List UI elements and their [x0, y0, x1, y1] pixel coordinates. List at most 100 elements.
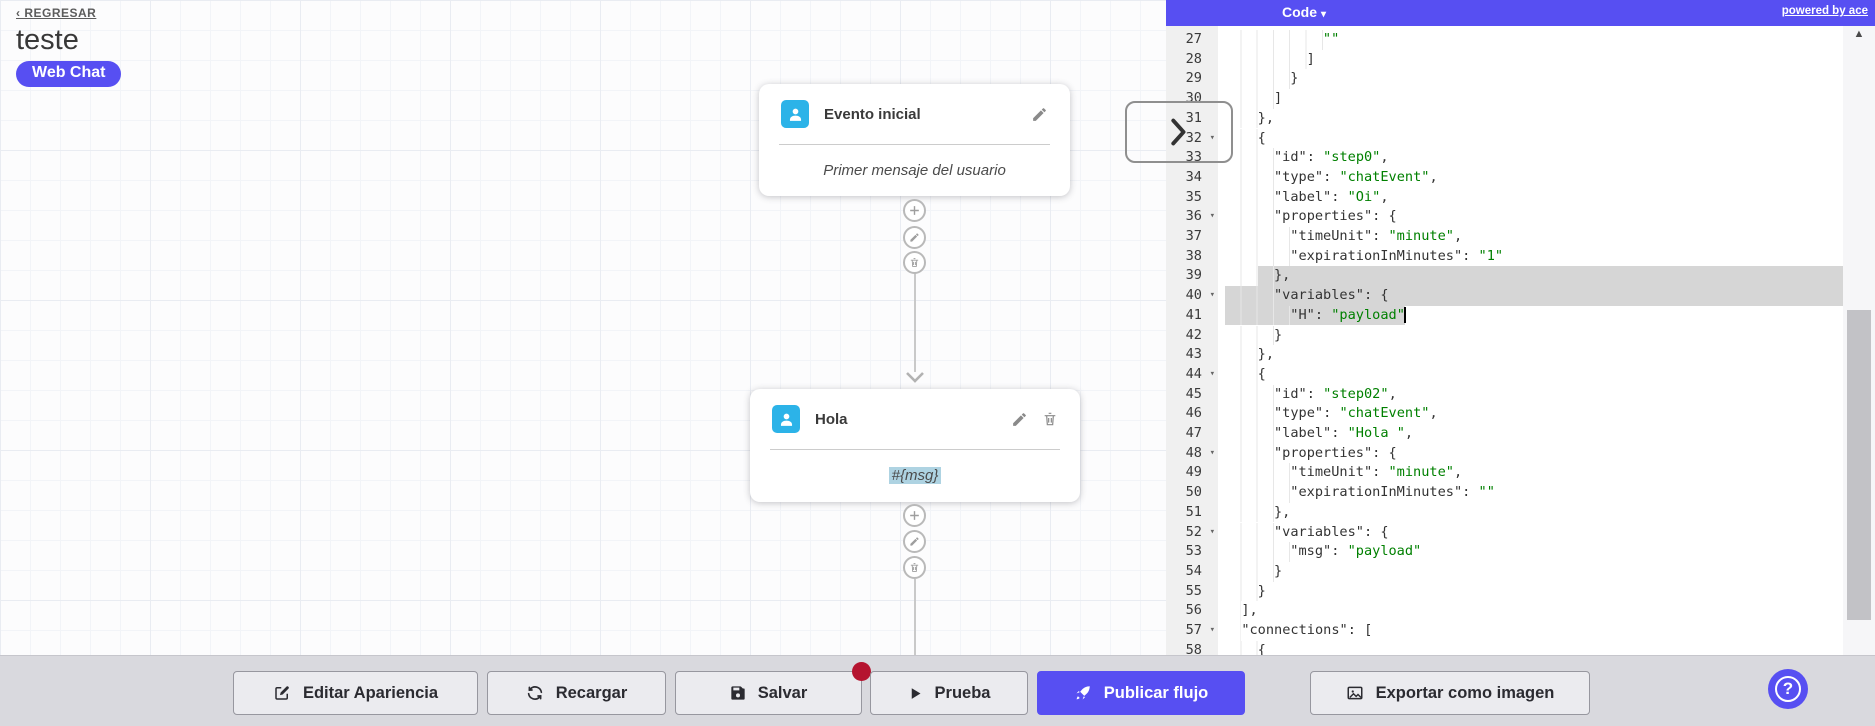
code-line: ],	[1225, 601, 1258, 621]
image-icon	[1346, 684, 1364, 702]
code-line: },	[1225, 266, 1290, 287]
button-label: Salvar	[757, 683, 808, 702]
code-line: ""	[1225, 30, 1339, 50]
plus-icon	[910, 206, 919, 215]
code-panel-header: Code▾ powered by ace	[1166, 0, 1875, 26]
button-label: Publicar flujo	[1103, 683, 1209, 702]
code-line: "H": "payload"	[1225, 305, 1405, 326]
scrollbar-thumb[interactable]	[1847, 310, 1871, 620]
code-line: }	[1225, 561, 1282, 582]
powered-by-ace-link[interactable]: powered by ace	[1781, 5, 1868, 17]
code-line: },	[1225, 345, 1274, 365]
chevron-down-icon: ▾	[1321, 9, 1327, 20]
code-line: "connections": [	[1225, 621, 1372, 641]
text-cursor	[1403, 307, 1406, 324]
add-step-button[interactable]	[903, 504, 926, 527]
line-number: 39	[1185, 267, 1202, 284]
code-line: {	[1225, 128, 1266, 149]
flow-node-evento-inicial[interactable]: Evento inicial Primer mensaje del usuari…	[759, 84, 1070, 196]
code-line: "properties": {	[1225, 443, 1397, 464]
code-editor[interactable]: ""]}]},{"id": "step0","type": "chatEvent…	[1225, 0, 1843, 655]
line-number: 54	[1185, 562, 1202, 579]
delete-connection-button[interactable]	[903, 251, 926, 274]
edit-connection-button[interactable]	[903, 226, 926, 249]
node-body-text: Primer mensaje del usuario	[823, 161, 1006, 179]
code-line: "expirationInMinutes": "1"	[1225, 246, 1503, 267]
selection-highlight	[1257, 266, 1843, 287]
toolbar-button-edit-appearance[interactable]: Editar Apariencia	[233, 671, 478, 715]
fold-arrow-icon[interactable]: ▾	[1209, 132, 1215, 143]
edit-connection-button[interactable]	[903, 530, 926, 553]
code-line: "msg": "payload"	[1225, 542, 1421, 562]
line-number: 32▾	[1166, 129, 1218, 149]
line-number: 53	[1185, 543, 1202, 560]
collapse-code-panel-button[interactable]	[1125, 101, 1233, 163]
line-number: 35	[1185, 188, 1202, 205]
editor-scrollbar[interactable]: ▲	[1843, 26, 1875, 655]
pencil-icon	[910, 233, 919, 242]
line-number: 27	[1185, 31, 1202, 47]
save-icon	[730, 685, 746, 701]
user-icon	[772, 405, 800, 433]
node-title: Evento inicial	[824, 105, 921, 123]
code-line: "expirationInMinutes": ""	[1225, 483, 1495, 503]
toolbar-button-reload[interactable]: Recargar	[487, 671, 666, 715]
line-number: 47	[1185, 425, 1202, 441]
code-line: "timeUnit": "minute",	[1225, 227, 1462, 247]
edit-node-icon[interactable]	[1011, 411, 1028, 428]
line-number: 48▾	[1166, 444, 1218, 464]
add-step-button[interactable]	[903, 199, 926, 222]
line-number: 49	[1185, 464, 1202, 481]
fold-arrow-icon[interactable]: ▾	[1209, 625, 1215, 635]
line-number: 57▾	[1166, 621, 1218, 641]
line-number: 50	[1185, 484, 1202, 501]
fold-arrow-icon[interactable]: ▾	[1209, 526, 1215, 537]
code-line: ]	[1225, 89, 1282, 109]
line-number: 38	[1185, 247, 1202, 264]
pencil-icon	[910, 537, 919, 546]
toolbar-button-save[interactable]: Salvar	[675, 662, 871, 715]
code-line: }	[1225, 69, 1298, 90]
button-label: Recargar	[555, 683, 628, 702]
delete-node-icon[interactable]	[1042, 411, 1058, 427]
trash-icon	[910, 258, 919, 267]
bottom-toolbar: Editar Apariencia Recargar Salvar Prueba Pub…	[0, 655, 1875, 726]
fold-arrow-icon[interactable]: ▾	[1209, 368, 1215, 379]
rocket-icon	[1074, 684, 1092, 702]
back-link[interactable]: ‹ REGRESAR	[16, 6, 97, 20]
code-line: }	[1225, 325, 1282, 346]
flow-node-hola[interactable]: Hola #{msg}	[750, 389, 1080, 502]
line-number: 45	[1185, 385, 1202, 402]
line-number: 55	[1185, 582, 1202, 599]
divider	[770, 449, 1060, 450]
toolbar-button-export-image[interactable]: Exportar como imagen	[1310, 671, 1590, 715]
line-number: 36▾	[1166, 207, 1218, 227]
line-number: 29	[1185, 70, 1202, 87]
code-line: "type": "chatEvent",	[1225, 167, 1438, 188]
edit-node-icon[interactable]	[1031, 106, 1048, 123]
user-icon	[781, 100, 809, 128]
flow-canvas[interactable]: ‹ REGRESAR teste Web Chat Evento inicial…	[0, 0, 1166, 655]
node-body-text: #{msg}	[888, 466, 942, 484]
code-line: "id": "step0",	[1225, 148, 1389, 168]
scrollbar-up-arrow[interactable]: ▲	[1853, 28, 1865, 40]
code-line: },	[1225, 502, 1290, 523]
fold-arrow-icon[interactable]: ▾	[1209, 211, 1215, 222]
line-number: 43	[1185, 346, 1202, 363]
chevron-right-icon	[1171, 118, 1186, 146]
selection-highlight	[1225, 286, 1843, 306]
code-line: "timeUnit": "minute",	[1225, 463, 1462, 484]
code-line: "variables": {	[1225, 522, 1389, 543]
code-mode-dropdown[interactable]: Code▾	[1282, 4, 1327, 20]
unsaved-changes-badge	[852, 662, 871, 681]
line-number: 37	[1185, 228, 1202, 244]
toolbar-button-test[interactable]: Prueba	[870, 671, 1028, 715]
button-label: Editar Apariencia	[302, 683, 439, 702]
button-label: Prueba	[934, 683, 991, 702]
fold-arrow-icon[interactable]: ▾	[1209, 290, 1215, 301]
delete-connection-button[interactable]	[903, 556, 926, 579]
help-button[interactable]: ?	[1768, 669, 1808, 709]
fold-arrow-icon[interactable]: ▾	[1209, 447, 1215, 458]
toolbar-button-publish[interactable]: Publicar flujo	[1037, 671, 1245, 715]
